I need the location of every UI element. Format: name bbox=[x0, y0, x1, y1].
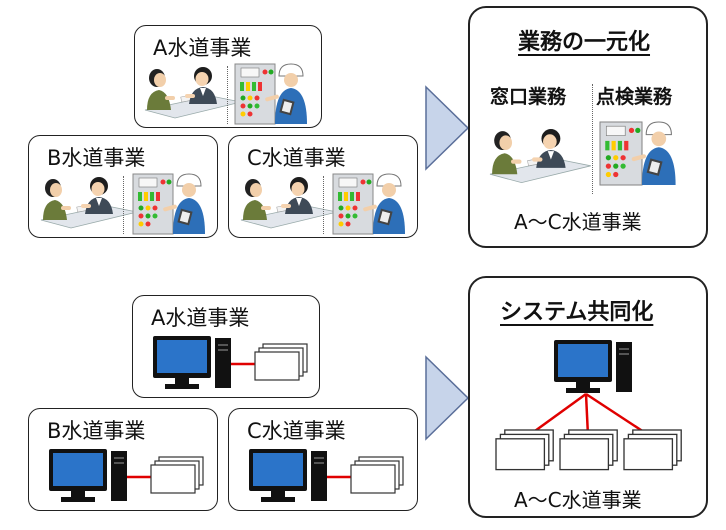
inspector-panel-icon bbox=[234, 63, 308, 125]
divider bbox=[592, 84, 593, 194]
document-stack-icon bbox=[254, 343, 308, 381]
box-label: C水道事業 bbox=[247, 419, 346, 443]
result-box-top: 業務の一元化 窓口業務 点検業務 A～C水道事業 bbox=[468, 6, 708, 248]
document-stack-icon bbox=[150, 456, 204, 494]
box-b-top: B水道事業 bbox=[28, 135, 218, 238]
document-stack-icon bbox=[350, 456, 404, 494]
result-footer: A～C水道事業 bbox=[514, 488, 642, 512]
arrow-right-icon bbox=[425, 355, 470, 441]
box-label: A水道事業 bbox=[153, 36, 252, 60]
inspector-panel-icon bbox=[332, 173, 406, 235]
result-title: システム共同化 bbox=[500, 300, 654, 325]
document-stack-icon bbox=[623, 429, 682, 471]
box-c-top: C水道事業 bbox=[228, 135, 418, 238]
divider bbox=[123, 176, 124, 234]
box-label: B水道事業 bbox=[47, 419, 146, 443]
counter-staff-icon bbox=[489, 128, 592, 184]
inspector-panel-icon bbox=[132, 173, 206, 235]
arrow-right-icon bbox=[425, 85, 470, 171]
computer-icon bbox=[153, 336, 231, 389]
inspector-panel-icon bbox=[599, 121, 677, 186]
divider bbox=[227, 66, 228, 124]
result-footer: A～C水道事業 bbox=[514, 210, 642, 234]
link-lines bbox=[527, 392, 651, 438]
box-label: C水道事業 bbox=[247, 146, 346, 170]
box-b-bottom: B水道事業 bbox=[28, 408, 218, 511]
computer-icon bbox=[554, 340, 632, 393]
service-label-inspection: 点検業務 bbox=[596, 86, 673, 108]
computer-icon bbox=[49, 449, 127, 502]
divider bbox=[323, 176, 324, 234]
document-stack-icon bbox=[559, 429, 618, 471]
box-label: B水道事業 bbox=[47, 146, 146, 170]
result-box-bottom: システム共同化 A～C水道事業 bbox=[468, 276, 708, 518]
box-a-bottom: A水道事業 bbox=[132, 295, 320, 398]
computer-icon bbox=[249, 449, 327, 502]
box-a-top: A水道事業 bbox=[134, 25, 322, 128]
box-label: A水道事業 bbox=[151, 306, 250, 330]
box-c-bottom: C水道事業 bbox=[228, 408, 418, 511]
document-stack-icon bbox=[495, 429, 554, 471]
result-title: 業務の一元化 bbox=[518, 30, 651, 55]
service-label-counter: 窓口業務 bbox=[490, 86, 567, 108]
